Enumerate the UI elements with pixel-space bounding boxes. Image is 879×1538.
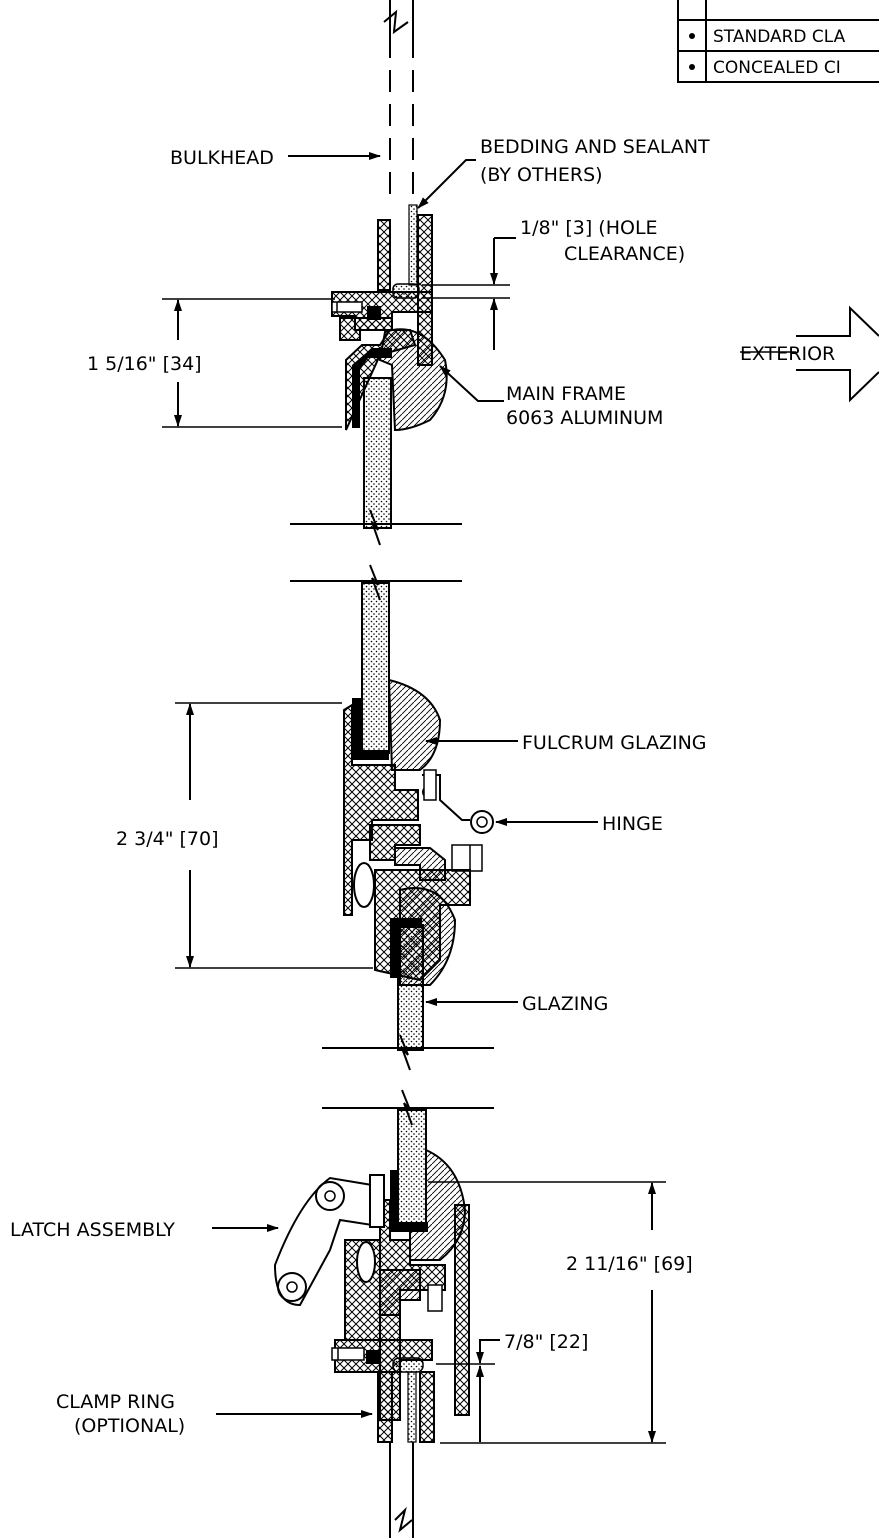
clamp-ring-optional-label: (OPTIONAL) <box>74 1415 185 1437</box>
hinge-section <box>290 564 494 1071</box>
exterior-label: EXTERIOR <box>740 343 835 365</box>
table-row-bullet <box>689 33 695 39</box>
main-frame-label: MAIN FRAME <box>506 383 626 405</box>
hole-clearance-label: 1/8" [3] (HOLE <box>520 217 658 239</box>
hole-clearance-sub-label: CLEARANCE) <box>564 243 685 265</box>
fulcrum-glazing-label: FULCRUM GLAZING <box>522 732 707 754</box>
dimension-middle-label: 2 3/4" [70] <box>116 828 219 850</box>
table-row-text: CONCEALED CI <box>713 58 841 78</box>
main-frame-leader <box>439 365 504 402</box>
dimension-seven-eighths-label: 7/8" [22] <box>504 1331 588 1353</box>
main-frame-section <box>290 204 462 546</box>
clamp-ring-label: CLAMP RING <box>56 1391 175 1413</box>
dimension-bottom <box>428 1181 666 1444</box>
latch-section <box>273 1089 494 1538</box>
dimension-seven-eighths <box>436 1339 500 1442</box>
bedding-sub-label: (BY OTHERS) <box>480 164 603 186</box>
dimension-top-label: 1 5/16" [34] <box>87 353 202 375</box>
legend-table: STANDARD CLA CONCEALED CI <box>677 0 879 83</box>
dimension-top <box>162 298 342 428</box>
main-frame-material-label: 6063 ALUMINUM <box>506 407 663 429</box>
hole-clearance-dimension <box>422 237 516 350</box>
latch-assembly-label: LATCH ASSEMBLY <box>10 1219 175 1241</box>
hinge-label: HINGE <box>602 813 663 835</box>
table-row-bullet <box>689 64 695 70</box>
bulkhead-label: BULKHEAD <box>170 147 274 169</box>
glazing-label: GLAZING <box>522 993 608 1015</box>
dimension-bottom-label: 2 11/16" [69] <box>566 1253 693 1275</box>
exterior-arrow <box>796 305 879 403</box>
bulkhead-wall <box>383 0 415 200</box>
bedding-label: BEDDING AND SEALANT <box>480 136 710 158</box>
dimension-middle <box>175 702 373 969</box>
table-row-text: STANDARD CLA <box>713 27 846 47</box>
bedding-leader <box>417 159 476 209</box>
